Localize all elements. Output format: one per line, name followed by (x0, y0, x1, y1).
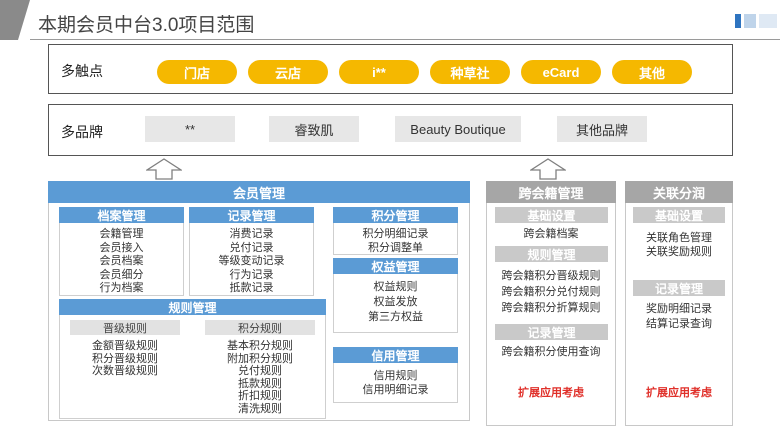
share-extension-note: 扩展应用考虑 (646, 387, 712, 399)
list-item: 兑付记录 (229, 241, 274, 254)
rights-header: 权益管理 (333, 258, 458, 274)
list-item: 清洗规则 (238, 402, 282, 415)
archive-list: 会籍管理 会员接入 会员档案 会员细分 行为档案 (59, 228, 184, 296)
list-item: 跨会籍档案 (523, 228, 579, 240)
list-item: 等级变动记录 (218, 255, 285, 267)
decor-bar-2 (744, 14, 756, 28)
list-item: 会员档案 (99, 255, 144, 267)
share-records-header: 记录管理 (633, 280, 725, 296)
list-item: 关联角色管理 (646, 232, 712, 244)
brand-box: Beauty Boutique (395, 116, 521, 142)
brands-label: 多品牌 (61, 124, 103, 140)
list-item: 积分调整单 (368, 241, 423, 254)
cross-records-list: 跨会籍积分使用查询 (486, 346, 616, 360)
touchpoint-pill: 其他 (612, 60, 692, 84)
list-item: 权益发放 (373, 296, 418, 308)
list-item: 行为档案 (99, 282, 144, 294)
upgrade-rules-list: 金额晋级规则 积分晋级规则 次数晋级规则 (70, 340, 180, 378)
records-header: 记录管理 (189, 207, 314, 223)
decor-bar-1 (735, 14, 741, 28)
cross-rules-list: 跨会籍积分晋级规则 跨会籍积分兑付规则 跨会籍积分折算规则 (486, 268, 616, 316)
page-title: 本期会员中台3.0项目范围 (38, 15, 255, 36)
touchpoints-label: 多触点 (61, 63, 103, 79)
title-divider (30, 39, 780, 40)
cross-records-header: 记录管理 (495, 324, 608, 340)
member-mgmt-header: 会员管理 (48, 181, 470, 203)
list-item: 积分明细记录 (362, 228, 429, 240)
archive-header: 档案管理 (59, 207, 184, 223)
list-item: 信用明细记录 (362, 384, 429, 396)
up-arrow-icon (146, 158, 182, 180)
decor-bar-3 (759, 14, 777, 28)
title-accent-shape (0, 0, 30, 40)
cross-basic-header: 基础设置 (495, 207, 608, 223)
points-header: 积分管理 (333, 207, 458, 223)
cross-rules-header: 规则管理 (495, 246, 608, 262)
list-item: 附加积分规则 (227, 352, 293, 365)
touchpoint-pill: i** (339, 60, 419, 84)
list-item: 行为记录 (229, 268, 274, 281)
rights-list: 权益规则 权益发放 第三方权益 (333, 280, 458, 325)
list-item: 兑付规则 (238, 365, 282, 377)
records-list: 消费记录 兑付记录 等级变动记录 行为记录 抵款记录 (189, 228, 314, 296)
share-records-list: 奖励明细记录 结算记录查询 (625, 302, 733, 332)
list-item: 跨会籍积分使用查询 (501, 346, 601, 358)
cross-extension-note: 扩展应用考虑 (518, 387, 584, 399)
list-item: 折扣规则 (238, 390, 282, 402)
touchpoint-pill: 门店 (157, 60, 237, 84)
cross-header: 跨会籍管理 (486, 181, 616, 203)
share-header: 关联分润 (625, 181, 733, 203)
list-item: 抵款记录 (229, 282, 274, 294)
list-item: 权益规则 (373, 281, 418, 293)
list-item: 会员接入 (99, 241, 144, 254)
touchpoint-pill: 云店 (248, 60, 328, 84)
credit-list: 信用规则 信用明细记录 (333, 369, 458, 397)
touchpoint-pill: 种草社 (430, 60, 510, 84)
list-item: 跨会籍积分兑付规则 (501, 286, 601, 298)
rules-header: 规则管理 (59, 299, 326, 315)
points-rules-list: 基本积分规则 附加积分规则 兑付规则 抵款规则 折扣规则 清洗规则 (205, 340, 315, 415)
list-item: 跨会籍积分晋级规则 (501, 270, 601, 282)
brand-box: 睿致肌 (269, 116, 359, 142)
brands-row: 多品牌 ** 睿致肌 Beauty Boutique 其他品牌 (48, 104, 733, 156)
list-item: 关联奖励规则 (646, 246, 712, 258)
list-item: 第三方权益 (368, 311, 423, 323)
list-item: 信用规则 (373, 370, 418, 382)
touchpoints-row: 多触点 门店 云店 i** 种草社 eCard 其他 (48, 44, 733, 94)
credit-header: 信用管理 (333, 347, 458, 363)
up-arrow-icon (530, 158, 566, 180)
list-item: 跨会籍积分折算规则 (501, 302, 601, 314)
points-rules-header: 积分规则 (205, 320, 315, 335)
cross-basic-list: 跨会籍档案 (486, 228, 616, 242)
brand-box: ** (145, 116, 235, 142)
list-item: 奖励明细记录 (646, 303, 712, 315)
list-item: 抵款规则 (238, 377, 282, 390)
touchpoint-pill: eCard (521, 60, 601, 84)
list-item: 基本积分规则 (227, 340, 293, 352)
brand-box: 其他品牌 (557, 116, 647, 142)
share-basic-header: 基础设置 (633, 207, 725, 223)
share-basic-list: 关联角色管理 关联奖励规则 (625, 231, 733, 259)
list-item: 金额晋级规则 (92, 340, 158, 352)
list-item: 会籍管理 (99, 228, 144, 240)
upgrade-rules-header: 晋级规则 (70, 320, 180, 335)
list-item: 次数晋级规则 (92, 365, 158, 377)
list-item: 会员细分 (99, 268, 144, 281)
list-item: 积分晋级规则 (92, 352, 158, 365)
points-list: 积分明细记录 积分调整单 (333, 228, 458, 255)
list-item: 结算记录查询 (646, 318, 712, 330)
list-item: 消费记录 (229, 228, 274, 240)
